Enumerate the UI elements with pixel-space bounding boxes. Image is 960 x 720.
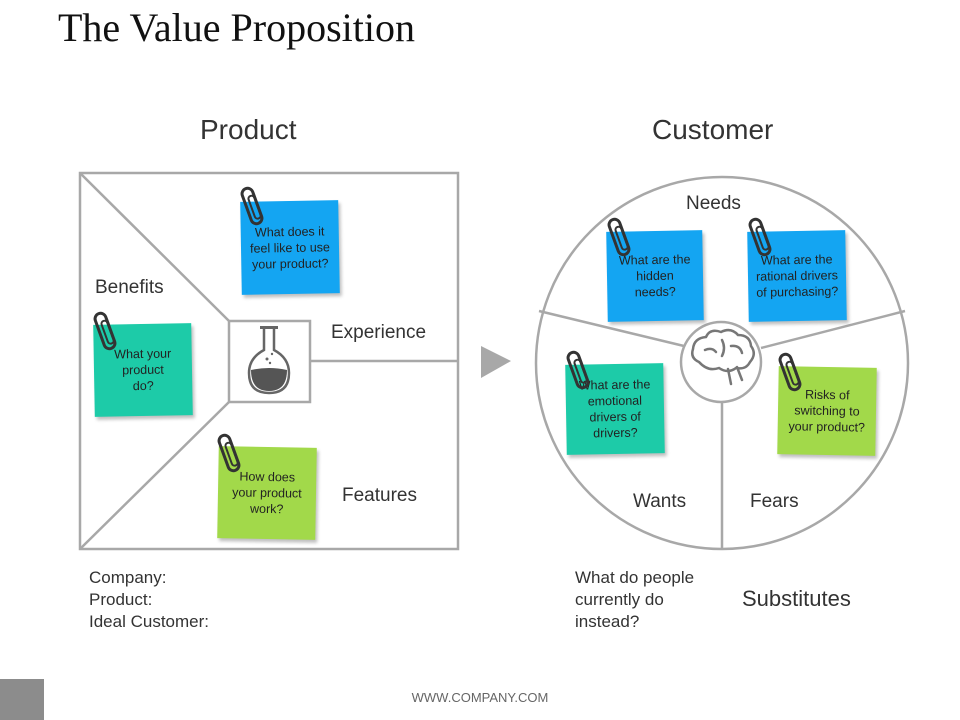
- flask-icon: [247, 326, 291, 395]
- customer-heading: Customer: [652, 114, 774, 145]
- customer-divider-right: [760, 309, 906, 350]
- page-title: The Value Proposition: [58, 5, 416, 50]
- product-info: Company: Product: Ideal Customer:: [89, 568, 209, 631]
- fears-label: Fears: [750, 491, 799, 512]
- arrow-right-icon: [481, 346, 511, 378]
- footer-website: WWW.COMPANY.COM: [411, 690, 549, 705]
- needs-label: Needs: [686, 193, 741, 214]
- product-heading: Product: [200, 114, 297, 145]
- features-label: Features: [342, 485, 417, 506]
- customer-question: What do people currently do instead?: [575, 568, 695, 631]
- wants-label: Wants: [633, 491, 687, 512]
- brain-icon: [691, 328, 755, 386]
- corner-block: [0, 679, 44, 720]
- customer-center-circle: [679, 320, 763, 404]
- benefits-label: Benefits: [95, 277, 164, 298]
- customer-divider-left: [538, 309, 685, 348]
- product-diagonal-top: [79, 172, 230, 322]
- product-diagonal-bottom: [79, 401, 230, 550]
- experience-label: Experience: [331, 322, 427, 343]
- substitutes-label: Substitutes: [742, 586, 851, 611]
